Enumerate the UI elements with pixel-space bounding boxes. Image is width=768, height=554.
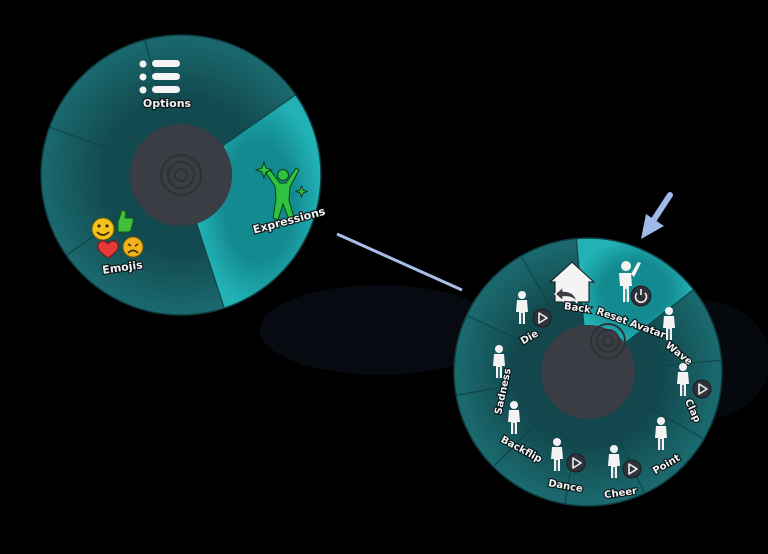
target-rings-icon	[590, 323, 626, 359]
menu-item-options[interactable]: Options	[139, 60, 193, 111]
left-menu-center[interactable]	[130, 124, 232, 226]
options-label: Options	[143, 97, 192, 110]
left-menu-expressions-segment[interactable]	[196, 94, 321, 309]
dancing-person-icon	[254, 160, 309, 221]
right-menu-center[interactable]	[541, 325, 635, 419]
left-menu-dividers	[49, 39, 297, 309]
play-badge-icon	[622, 459, 642, 479]
segment-divider	[222, 94, 297, 147]
target-rings-icon	[159, 153, 203, 197]
segment-divider	[492, 404, 556, 468]
menu-item-emojis[interactable]: Emojis	[91, 209, 145, 278]
menu-item-back[interactable]: Back	[548, 261, 596, 317]
right-radial-menu: Back Reset Avatar Wave Clap	[453, 237, 723, 507]
segment-divider	[49, 126, 134, 159]
options-list-icon	[139, 60, 180, 94]
left-radial-menu: Options Expressions	[40, 34, 328, 316]
pointer-arrow-icon	[641, 192, 673, 239]
segment-divider	[466, 314, 546, 353]
segment-divider	[455, 379, 542, 396]
connector-line	[336, 232, 463, 292]
background-haze	[260, 285, 500, 375]
segment-divider	[634, 359, 722, 369]
segment-divider	[624, 289, 694, 344]
left-menu-outer-edge	[40, 34, 322, 316]
home-back-icon	[548, 261, 596, 304]
segment-divider	[144, 39, 169, 126]
segment-divider	[196, 223, 225, 309]
segment-divider	[628, 394, 705, 440]
back-label: Back	[563, 301, 592, 316]
play-badge-icon	[692, 379, 712, 399]
segment-divider	[520, 255, 566, 332]
reset-avatar-icon	[619, 261, 652, 307]
play-badge-icon	[532, 308, 552, 328]
emoji-cluster-icon	[91, 209, 144, 259]
segment-divider	[607, 414, 646, 494]
right-menu-outer-edge	[453, 237, 723, 507]
play-badge-icon	[566, 453, 586, 473]
